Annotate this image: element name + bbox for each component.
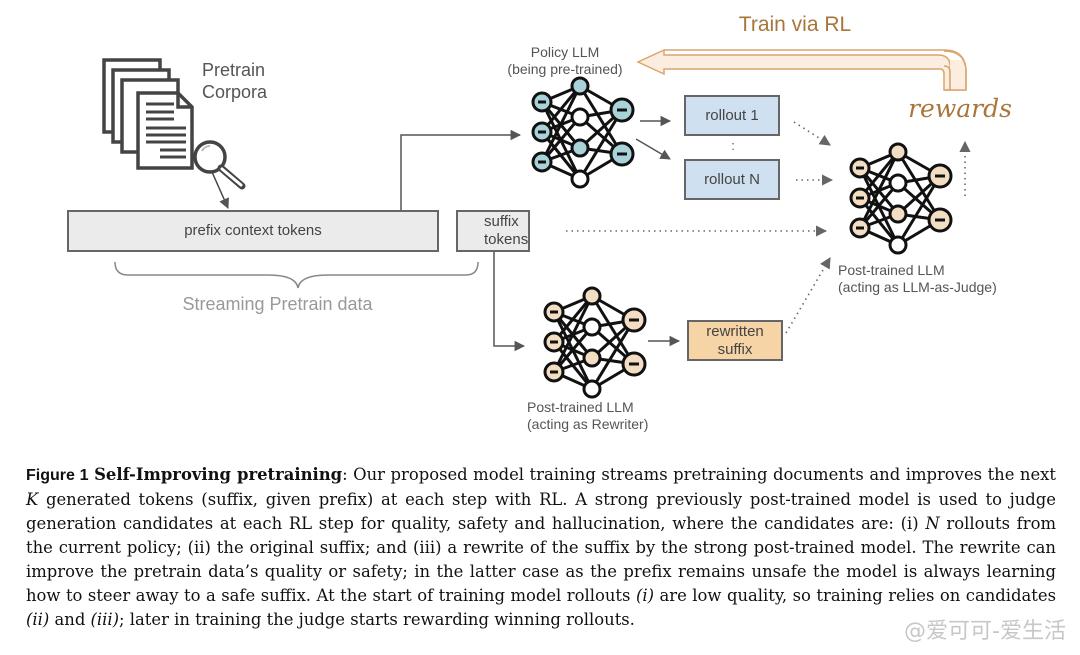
- rewriter-llm-network-icon: [543, 286, 647, 399]
- hidden-node: [582, 379, 602, 399]
- rewards-label: rewards: [908, 94, 1012, 123]
- caption-ref-iii: (iii): [90, 610, 120, 629]
- hidden-node: [888, 142, 908, 162]
- pretrain-corpora-label: Pretrain Corpora: [202, 60, 267, 103]
- caption-text: are low quality, so training relies on c…: [653, 586, 1057, 605]
- streaming-brace: [114, 261, 479, 289]
- suffix-box-line1: suffix: [484, 213, 519, 230]
- rollout-1-box: rollout 1: [684, 95, 780, 136]
- documents-icon: [102, 58, 194, 170]
- judge-label-line1: Post-trained LLM: [838, 262, 945, 278]
- hidden-node: [582, 317, 602, 337]
- hidden-node: [582, 286, 602, 306]
- pretrain-label-line2: Corpora: [202, 81, 268, 102]
- rewriter-label-line2: (acting as Rewriter): [527, 415, 649, 432]
- magnifier-icon: [193, 140, 246, 209]
- caption-text: generated tokens (suffix, given prefix) …: [26, 490, 1056, 533]
- figure-title: Self-Improving pretraining: [94, 465, 343, 484]
- hidden-node: [888, 204, 908, 224]
- policy-llm-label: Policy LLM (being pre-trained): [490, 44, 640, 78]
- hidden-node: [570, 107, 590, 127]
- caption-text: ; later in training the judge starts rew…: [119, 610, 635, 629]
- figure-caption: Figure 1 Self-Improving pretraining: Our…: [26, 463, 1056, 632]
- prefix-to-policy-arrow: [400, 129, 522, 210]
- pretrain-label-line1: Pretrain: [202, 60, 266, 80]
- policy-llm-network-icon: [531, 76, 635, 189]
- prefix-context-tokens-box: prefix context tokens: [67, 210, 439, 252]
- hidden-node: [888, 173, 908, 193]
- judge-llm-network-icon: [849, 142, 953, 255]
- diagram: [102, 48, 971, 399]
- rewritten-suffix-box: rewritten suffix: [687, 320, 783, 361]
- watermark: @爱可可-爱生活: [904, 619, 1066, 644]
- caption-ref-i: (i): [635, 586, 654, 605]
- hidden-node: [582, 348, 602, 368]
- caption-math-k: K: [26, 490, 39, 509]
- rollout-ellipsis: :: [731, 138, 735, 153]
- policy-to-rolloutN-arrow: [635, 138, 671, 160]
- train-via-rl-label: Train via RL: [738, 13, 852, 36]
- caption-text: : Our proposed model training streams pr…: [342, 465, 1057, 484]
- hidden-node: [888, 235, 908, 255]
- judge-label-line2: (acting as LLM-as-Judge): [838, 278, 997, 295]
- rewriter-label-line1: Post-trained LLM: [527, 399, 634, 415]
- figure-label: Figure 1: [26, 467, 89, 484]
- caption-text: and: [49, 610, 91, 629]
- rollout1-to-judge-arrow: [793, 121, 831, 146]
- rewritten-line2: suffix: [717, 340, 753, 358]
- streaming-pretrain-label: Streaming Pretrain data: [182, 294, 373, 314]
- hidden-node: [570, 138, 590, 158]
- prefix-box-label: prefix context tokens: [184, 222, 322, 239]
- policy-label-line1: Policy LLM: [530, 44, 600, 60]
- hidden-node: [570, 76, 590, 96]
- rollout-n-label: rollout N: [704, 170, 760, 188]
- rewritten-line1: rewritten: [706, 322, 764, 340]
- caption-math-n: N: [925, 514, 940, 533]
- judge-llm-label: Post-trained LLM (acting as LLM-as-Judge…: [838, 262, 997, 296]
- train-via-rl-arrow: [636, 48, 951, 91]
- caption-ref-ii: (ii): [26, 610, 50, 629]
- rewritten-to-judge-arrow: [785, 257, 831, 334]
- suffix-box-line2: tokens: [484, 231, 529, 248]
- suffix-to-rewriter-arrow: [493, 251, 526, 352]
- rewriter-llm-label: Post-trained LLM (acting as Rewriter): [527, 399, 648, 433]
- hidden-node: [570, 169, 590, 189]
- caption-text: rollouts from the current policy; (ii) t…: [26, 514, 1056, 605]
- suffix-tokens-box: suffix tokens: [456, 210, 530, 252]
- rollout-1-label: rollout 1: [705, 106, 759, 124]
- policy-label-line2: (being pre-trained): [507, 60, 623, 77]
- rollout-n-box: rollout N: [684, 159, 780, 200]
